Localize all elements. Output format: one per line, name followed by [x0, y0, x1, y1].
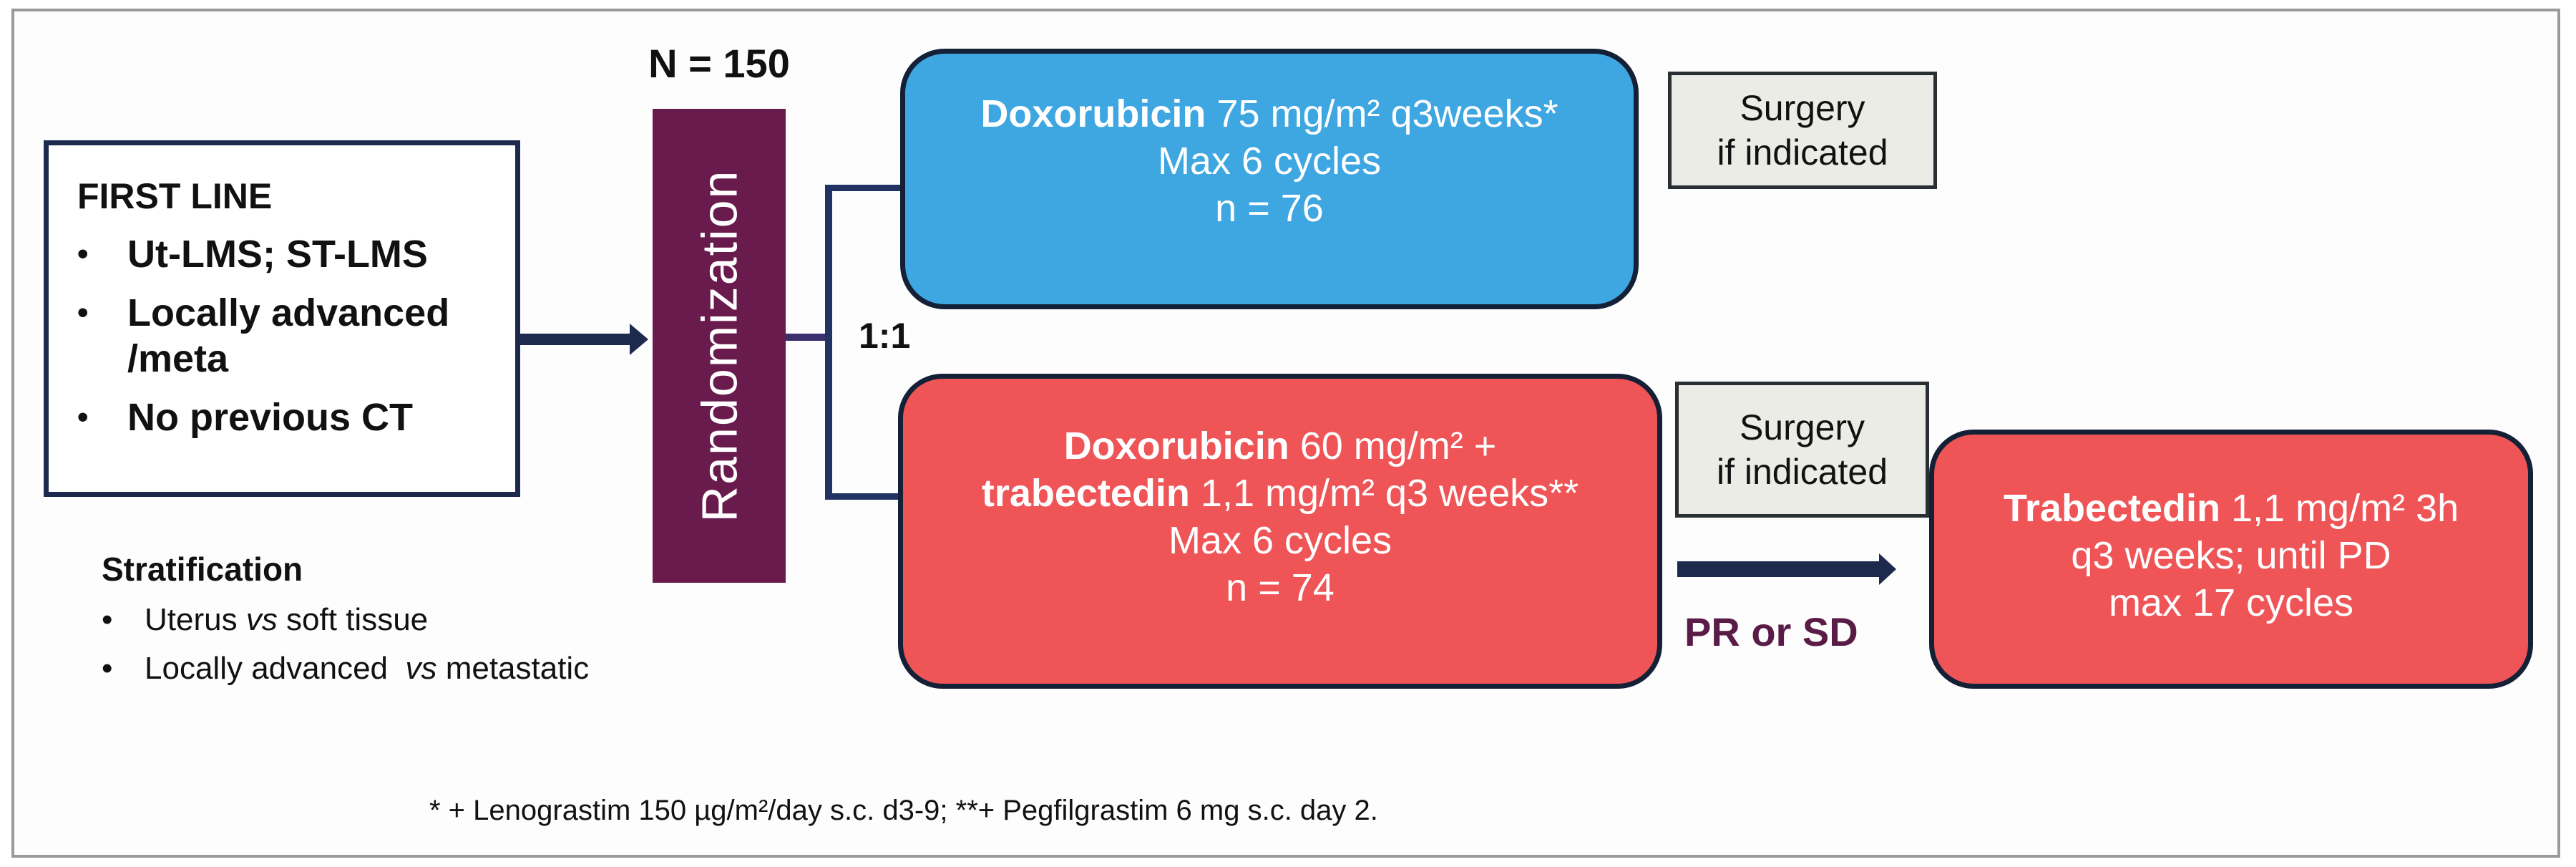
- maintenance-regimen: Trabectedin 1,1 mg/m² 3h: [2003, 487, 2459, 530]
- bracket-bottom-branch: [825, 493, 904, 500]
- stratification-section: Stratification •Uterus vs soft tissue •L…: [102, 550, 589, 699]
- surgery-box-arm-a: Surgery if indicated: [1668, 72, 1937, 189]
- bullet-icon: •: [102, 651, 113, 686]
- maintenance-cycles: max 17 cycles: [2108, 581, 2354, 624]
- arm-regimen-line1: Doxorubicin 60 mg/m² +: [1063, 425, 1497, 468]
- response-condition-label: PR or SD: [1684, 609, 1858, 654]
- arm-cycles: Max 6 cycles: [1168, 519, 1392, 562]
- eligibility-item: •No previous CT: [77, 396, 414, 439]
- stratification-item: •Uterus vs soft tissue: [102, 602, 429, 637]
- allocation-ratio: 1:1: [859, 316, 911, 356]
- total-sample-size: N = 150: [648, 41, 790, 86]
- bullet-icon: •: [77, 295, 89, 330]
- randomization-label: Randomization: [691, 169, 747, 523]
- randomization-bar: Randomization: [653, 109, 786, 583]
- first-line-title: FIRST LINE: [77, 176, 273, 216]
- arm-cycles: Max 6 cycles: [1157, 140, 1382, 183]
- arm-doxorubicin-trabectedin-box: Doxorubicin 60 mg/m² + trabectedin 1,1 m…: [898, 374, 1662, 689]
- arm-n: n = 76: [1215, 187, 1324, 230]
- arrow-right-icon: [1677, 561, 1881, 577]
- eligibility-list: •Ut-LMS; ST-LMS •Locally advanced /meta …: [77, 231, 515, 440]
- arm-regimen-line2: trabectedin 1,1 mg/m² q3 weeks**: [981, 472, 1579, 515]
- eligibility-item: •Ut-LMS; ST-LMS: [77, 233, 428, 276]
- bullet-icon: •: [102, 602, 113, 637]
- bullet-icon: •: [77, 236, 89, 271]
- arrow-right-icon: [520, 334, 635, 345]
- first-line-box: FIRST LINE •Ut-LMS; ST-LMS •Locally adva…: [44, 140, 520, 497]
- stratification-item: •Locally advanced vs metastatic: [102, 651, 590, 686]
- bullet-icon: •: [77, 399, 89, 435]
- bracket-vertical: [825, 185, 832, 500]
- footnote: * + Lenograstim 150 µg/m²/day s.c. d3-9;…: [429, 795, 1378, 826]
- arrowhead-icon: [630, 324, 648, 355]
- arm-regimen: Doxorubicin 75 mg/m² q3weeks*: [980, 92, 1558, 135]
- surgery-box-arm-b: Surgery if indicated: [1675, 382, 1929, 518]
- bracket-connector: [785, 334, 828, 341]
- arm-n: n = 74: [1226, 566, 1335, 609]
- arm-doxorubicin-box: Doxorubicin 75 mg/m² q3weeks* Max 6 cycl…: [900, 49, 1639, 309]
- arrowhead-icon: [1879, 553, 1896, 585]
- stratification-title: Stratification: [102, 551, 303, 588]
- stratification-list: •Uterus vs soft tissue •Locally advanced…: [102, 601, 589, 687]
- maintenance-trabectedin-box: Trabectedin 1,1 mg/m² 3h q3 weeks; until…: [1929, 430, 2533, 689]
- eligibility-item: •Locally advanced /meta: [77, 291, 450, 380]
- bracket-top-branch: [825, 185, 904, 191]
- maintenance-schedule: q3 weeks; until PD: [2071, 534, 2391, 577]
